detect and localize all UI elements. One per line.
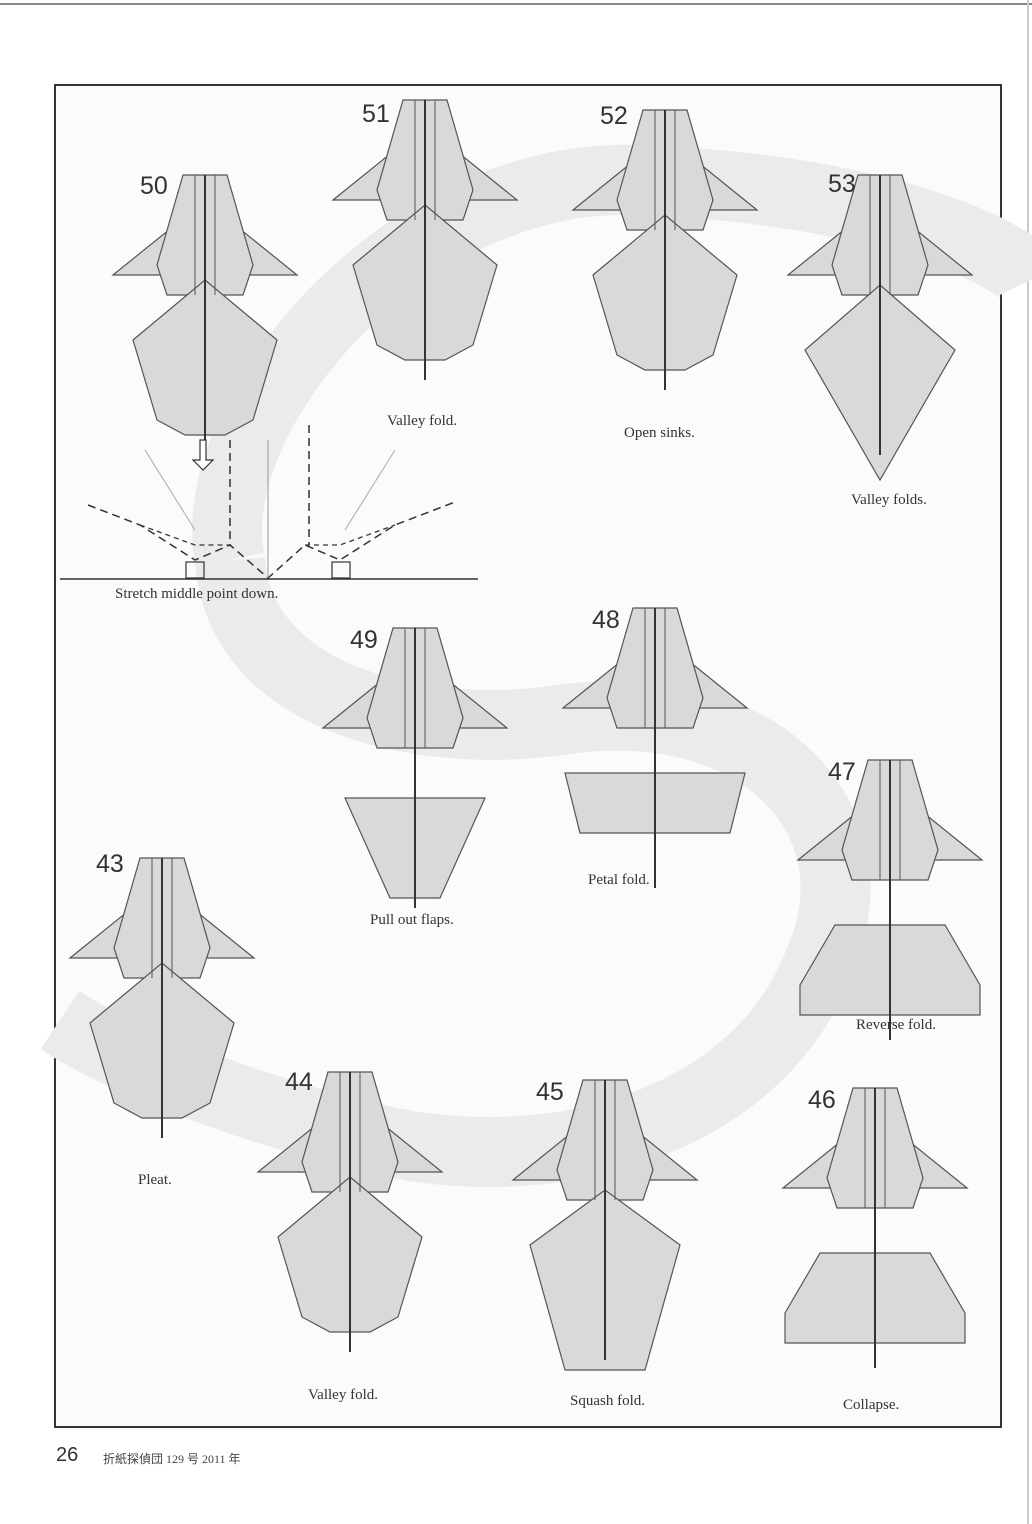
step-number-51: 51 bbox=[362, 100, 390, 128]
step-number-53: 53 bbox=[828, 170, 856, 198]
page-number: 26 bbox=[56, 1444, 79, 1466]
caption-step-51: Valley fold. bbox=[387, 413, 457, 429]
model-step-43 bbox=[68, 857, 256, 1138]
step-number-43: 43 bbox=[96, 850, 124, 878]
page-top-rule bbox=[0, 3, 1032, 5]
model-step-47 bbox=[796, 759, 984, 1040]
ref-line-1 bbox=[144, 449, 196, 531]
step-number-50: 50 bbox=[140, 172, 168, 200]
caption-step-52: Open sinks. bbox=[624, 425, 695, 441]
step-number-49: 49 bbox=[350, 626, 378, 654]
step-number-48: 48 bbox=[592, 606, 620, 634]
model-step-44 bbox=[256, 1071, 444, 1352]
model-step-53 bbox=[786, 174, 974, 482]
caption-step-47: Reverse fold. bbox=[856, 1017, 936, 1033]
model-step-45 bbox=[511, 1079, 699, 1371]
push-arrow-icon bbox=[191, 439, 215, 471]
step-number-45: 45 bbox=[536, 1078, 564, 1106]
caption-step-49: Pull out flaps. bbox=[370, 912, 454, 928]
tab-left bbox=[185, 561, 205, 579]
crease-left bbox=[139, 524, 230, 546]
model-step-48 bbox=[561, 607, 749, 888]
step-number-47: 47 bbox=[828, 758, 856, 786]
page-right-edge bbox=[1027, 0, 1029, 1524]
tab-right bbox=[331, 561, 351, 579]
model-step-52 bbox=[571, 109, 759, 390]
caption-step-46: Collapse. bbox=[843, 1397, 900, 1413]
caption-step-50: Stretch middle point down. bbox=[115, 586, 279, 602]
crease-right bbox=[305, 524, 396, 546]
model-step-49 bbox=[321, 627, 509, 908]
step-number-52: 52 bbox=[600, 102, 628, 130]
model-step-51 bbox=[331, 99, 519, 380]
ref-line-2 bbox=[344, 449, 396, 531]
step-number-46: 46 bbox=[808, 1086, 836, 1114]
caption-step-44: Valley fold. bbox=[308, 1387, 378, 1403]
caption-step-48: Petal fold. bbox=[588, 872, 650, 888]
caption-step-43: Pleat. bbox=[138, 1172, 172, 1188]
crease-profile bbox=[87, 501, 456, 579]
caption-step-45: Squash fold. bbox=[570, 1393, 645, 1409]
caption-step-53: Valley folds. bbox=[851, 492, 927, 508]
publication-title: 折紙探偵団 129 号 2011 年 bbox=[103, 1452, 241, 1466]
step-number-44: 44 bbox=[285, 1068, 313, 1096]
model-step-50 bbox=[111, 174, 299, 455]
model-step-46 bbox=[781, 1087, 969, 1368]
